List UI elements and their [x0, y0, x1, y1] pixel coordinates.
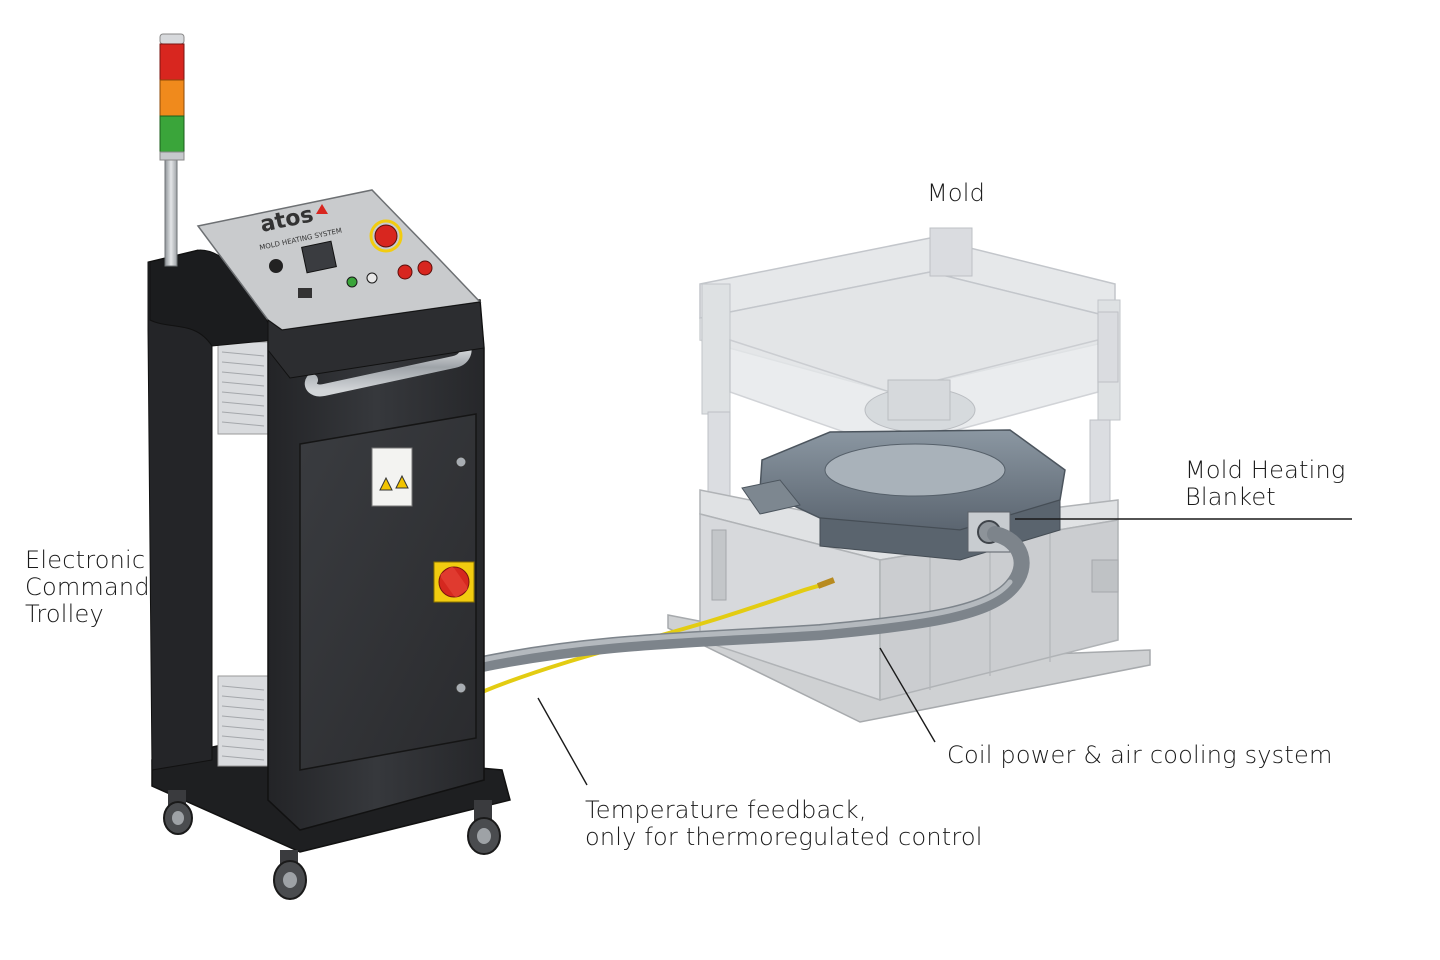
start-button[interactable] [346, 276, 358, 288]
reset-button[interactable] [366, 272, 378, 284]
signal-tower-light [159, 33, 185, 161]
mold-guide-pillar [707, 411, 731, 503]
label-line: Mold Heating [1185, 456, 1346, 484]
label-coil-text: Coil power & air cooling system [947, 741, 1333, 769]
trolley-wheel [273, 850, 307, 900]
beacon-mast [164, 157, 178, 267]
door-lock[interactable] [455, 682, 467, 694]
warning-triangle-icon [379, 476, 393, 491]
label-line: Command [25, 573, 150, 601]
coil-power-cable [474, 526, 1030, 672]
beacon-orange-light [159, 79, 185, 117]
mold-left-wall [701, 283, 731, 415]
mold-guide-pillar [1089, 419, 1111, 511]
mold-corner-post [1097, 311, 1119, 383]
mold-core [887, 379, 951, 421]
mold-clamp-slot [711, 529, 727, 601]
label-line: Blanket [1185, 483, 1276, 511]
blanket-bracket [741, 479, 801, 515]
trolley-door[interactable] [299, 413, 477, 771]
label-mold-text: Mold [927, 179, 986, 207]
temperature-cable-tip [816, 577, 836, 589]
label-mold: Mold [927, 180, 985, 207]
vent-grille [217, 341, 269, 435]
mode-switch[interactable] [298, 288, 312, 298]
emergency-stop-button[interactable] [374, 224, 398, 248]
brand-logo-icon [316, 204, 328, 214]
label-coil-power: Coil power & air cooling system [947, 742, 1333, 769]
temperature-cable [481, 582, 827, 694]
cables [474, 526, 1030, 694]
label-temperature-feedback: Temperature feedback, only for thermoreg… [585, 797, 983, 851]
temperature-controller-display [301, 240, 337, 274]
label-line: only for thermoregulated control [585, 823, 983, 851]
trolley-wheel [163, 790, 193, 835]
warning-label [371, 447, 413, 507]
vent-grille [217, 675, 269, 767]
alarm-button[interactable] [417, 260, 433, 276]
label-electronic-command-trolley: Electronic Command Trolley [25, 547, 150, 628]
label-line: Temperature feedback, [585, 796, 867, 824]
warning-triangle-icon [395, 474, 409, 489]
trolley-wheel [467, 800, 501, 855]
door-lock[interactable] [455, 456, 467, 468]
label-line: Electronic [25, 546, 146, 574]
beacon-red-light [159, 43, 185, 81]
callout-coil [879, 647, 936, 743]
beacon-green-light [159, 115, 185, 153]
mold-corner-post [929, 227, 973, 277]
callout-temperature [537, 697, 588, 786]
electronic-command-trolley: atos MOLD HEATING SYSTEM [147, 33, 511, 900]
label-line: Trolley [25, 600, 104, 628]
blanket-opening [824, 443, 1006, 497]
selector-knob[interactable] [269, 259, 283, 273]
mold-clamp-slot [1091, 559, 1119, 593]
alarm-button[interactable] [397, 264, 413, 280]
label-mold-heating-blanket: Mold Heating Blanket [1185, 457, 1346, 511]
callout-lines [537, 518, 1352, 786]
mold-heating-blanket [741, 429, 1066, 561]
